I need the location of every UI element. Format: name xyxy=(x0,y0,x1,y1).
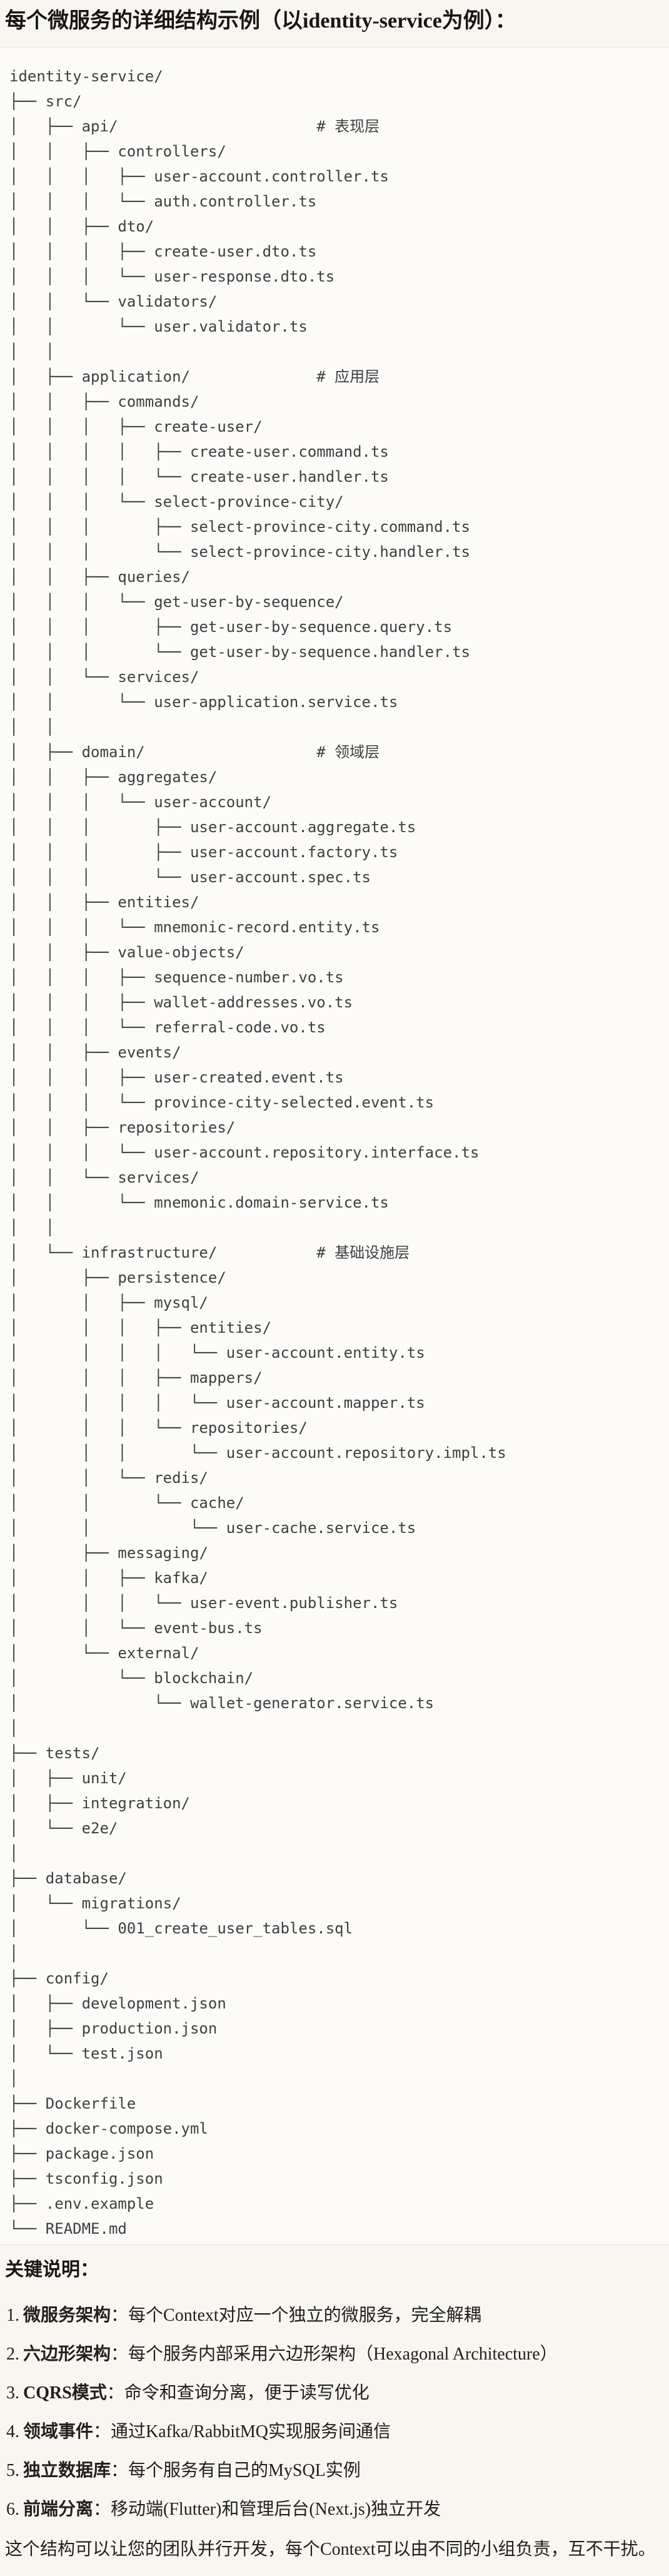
directory-tree-text: identity-service/ ├── src/ │ ├── api/ # … xyxy=(9,68,506,2237)
item-term: CQRS模式 xyxy=(23,2383,107,2403)
list-item: 1.微服务架构：每个Context对应一个独立的微服务，完全解耦 xyxy=(6,2305,664,2326)
item-description: ：每个服务内部采用六边形架构（Hexagonal Architecture） xyxy=(111,2344,558,2364)
item-description: ：通过Kafka/RabbitMQ实现服务间通信 xyxy=(93,2422,391,2441)
list-item: 3.CQRS模式：命令和查询分离，便于读写优化 xyxy=(6,2383,664,2404)
item-number: 3. xyxy=(6,2383,19,2403)
item-number: 4. xyxy=(6,2422,19,2441)
list-item: 5.独立数据库：每个服务有自己的MySQL实例 xyxy=(6,2460,664,2482)
item-term: 前端分离 xyxy=(23,2500,94,2519)
item-description: ：每个服务有自己的MySQL实例 xyxy=(111,2461,361,2480)
key-notes-section: 关键说明： 1.微服务架构：每个Context对应一个独立的微服务，完全解耦 2… xyxy=(0,2259,669,2575)
page-title: 每个微服务的详细结构示例（以identity-service为例）： xyxy=(5,9,516,33)
item-number: 6. xyxy=(6,2500,19,2519)
list-item: 4.领域事件：通过Kafka/RabbitMQ实现服务间通信 xyxy=(6,2421,664,2443)
list-item: 6.前端分离：移动端(Flutter)和管理后台(Next.js)独立开发 xyxy=(6,2499,664,2520)
item-term: 领域事件 xyxy=(23,2422,94,2441)
list-item: 2.六边形架构：每个服务内部采用六边形架构（Hexagonal Architec… xyxy=(6,2344,664,2365)
notes-list: 1.微服务架构：每个Context对应一个独立的微服务，完全解耦 2.六边形架构… xyxy=(5,2305,664,2520)
item-description: ：每个Context对应一个独立的微服务，完全解耦 xyxy=(111,2306,481,2325)
item-term: 六边形架构 xyxy=(23,2344,111,2364)
directory-tree-code-block: identity-service/ ├── src/ │ ├── api/ # … xyxy=(0,47,669,2245)
item-number: 2. xyxy=(6,2344,19,2364)
item-term: 微服务架构 xyxy=(23,2306,111,2325)
document-header: 每个微服务的详细结构示例（以identity-service为例）： xyxy=(0,0,669,35)
notes-heading: 关键说明： xyxy=(5,2259,99,2280)
item-description: ：移动端(Flutter)和管理后台(Next.js)独立开发 xyxy=(93,2500,441,2519)
closing-paragraph: 这个结构可以让您的团队并行开发，每个Context可以由不同的小组负责，互不干扰… xyxy=(5,2540,656,2559)
item-description: ：命令和查询分离，便于读写优化 xyxy=(106,2383,370,2403)
item-number: 5. xyxy=(6,2461,19,2480)
item-number: 1. xyxy=(6,2306,19,2325)
item-term: 独立数据库 xyxy=(23,2461,111,2480)
